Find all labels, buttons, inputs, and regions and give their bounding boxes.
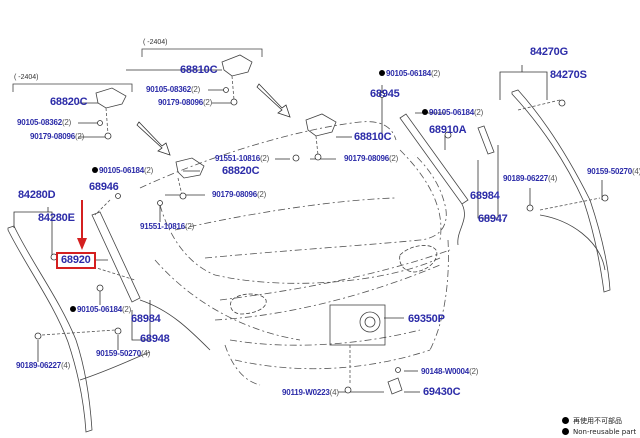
- non-reusable-dot-icon: [92, 167, 98, 173]
- part-label-84280E[interactable]: 84280E: [38, 212, 75, 224]
- part-label-68948[interactable]: 68948: [140, 333, 170, 345]
- fastener-dashed-lines: [41, 75, 601, 385]
- range-label-right: ( -2404): [143, 39, 168, 46]
- part-label-84270G[interactable]: 84270G: [530, 46, 568, 58]
- fasteners: [34, 87, 609, 394]
- leader-lines: [13, 65, 603, 393]
- part-label-90159-50270[interactable]: 90159-50270(4): [96, 349, 151, 358]
- part-label-68810C[interactable]: 68810C: [180, 64, 218, 76]
- part-label-90159-50270[interactable]: 90159-50270(4): [587, 167, 640, 176]
- bracket-right-range: [141, 48, 263, 57]
- non-reusable-dot-icon: [70, 306, 76, 312]
- filled-circle-icon: [562, 428, 569, 435]
- strut-small-right: [477, 125, 495, 155]
- cable-left: [139, 299, 211, 351]
- part-label-90105-08362[interactable]: 90105-08362(2): [146, 85, 201, 94]
- part-label-68984[interactable]: 68984: [131, 313, 161, 325]
- weatherstrip-right: [511, 89, 611, 293]
- lamp-recess-left: [230, 293, 267, 315]
- latch-assembly: [329, 304, 386, 346]
- strut-left: [91, 211, 141, 303]
- wire-right: [539, 214, 606, 271]
- part-label-90105-06184[interactable]: 90105-06184(2): [92, 167, 153, 175]
- legend-item-non-reusable-en: Non-reusable part: [562, 428, 636, 436]
- part-label-68910A[interactable]: 68910A: [429, 124, 467, 136]
- striker: [387, 377, 403, 395]
- part-label-90105-08362[interactable]: 90105-08362(2): [17, 118, 72, 127]
- arrow-right-hinge: [256, 83, 291, 118]
- hinge-top-right: [221, 54, 253, 77]
- range-label-left: ( -2404): [14, 74, 39, 81]
- part-label-90179-08096[interactable]: 90179-08096(2): [344, 154, 399, 163]
- part-label-68947[interactable]: 68947: [478, 213, 508, 225]
- lamp-recess-right: [399, 245, 438, 273]
- wire-left: [79, 351, 151, 381]
- part-label-90189-06227[interactable]: 90189-06227(4): [503, 174, 558, 183]
- part-label-69430C[interactable]: 69430C: [423, 386, 461, 398]
- part-label-84270S[interactable]: 84270S: [550, 69, 587, 81]
- part-label-84280D[interactable]: 84280D: [18, 189, 56, 201]
- weatherstrip-left: [7, 225, 93, 433]
- part-label-68946[interactable]: 68946: [89, 181, 119, 193]
- hinge-mid-right: [305, 113, 337, 137]
- part-label-91551-10816[interactable]: 91551-10816(2): [140, 222, 195, 231]
- part-label-90179-08096[interactable]: 90179-08096(2): [158, 98, 213, 107]
- part-label-91551-10816[interactable]: 91551-10816(2): [215, 154, 270, 163]
- part-label-68810C[interactable]: 68810C: [354, 131, 392, 143]
- part-label-90119-W0223[interactable]: 90119-W0223(4): [282, 388, 339, 397]
- tailgate-outline: [139, 121, 451, 386]
- part-label-90105-06184[interactable]: 90105-06184(2): [379, 70, 440, 78]
- hinge-top-left: [95, 87, 127, 109]
- arrow-left-hinge: [136, 121, 171, 156]
- part-label-90105-06184[interactable]: 90105-06184(2): [422, 109, 483, 117]
- part-label-90105-06184[interactable]: 90105-06184(2): [70, 306, 131, 314]
- part-label-68820C[interactable]: 68820C: [50, 96, 88, 108]
- highlight-arrow: [77, 200, 87, 250]
- filled-circle-icon: [562, 417, 569, 424]
- non-reusable-dot-icon: [422, 109, 428, 115]
- non-reusable-dot-icon: [379, 70, 385, 76]
- part-label-68820C[interactable]: 68820C: [222, 165, 260, 177]
- part-label-90148-W0004[interactable]: 90148-W0004(2): [421, 367, 479, 376]
- hinge-mid-left: [175, 157, 205, 179]
- legend-item-non-reusable-jp: 再使用不可部品: [562, 416, 622, 426]
- part-label-68984[interactable]: 68984: [470, 190, 500, 202]
- strut-right-cable: [457, 203, 465, 246]
- part-label-90179-08096[interactable]: 90179-08096(2): [30, 132, 85, 141]
- strut-right: [399, 113, 469, 205]
- part-label-68920-highlighted[interactable]: 68920: [56, 252, 96, 269]
- part-label-90179-08096[interactable]: 90179-08096(2): [212, 190, 267, 199]
- part-label-68945[interactable]: 68945: [370, 88, 400, 100]
- part-label-69350P[interactable]: 69350P: [408, 313, 445, 325]
- bracket-left-range: [12, 83, 133, 92]
- part-label-90189-06227[interactable]: 90189-06227(4): [16, 361, 71, 370]
